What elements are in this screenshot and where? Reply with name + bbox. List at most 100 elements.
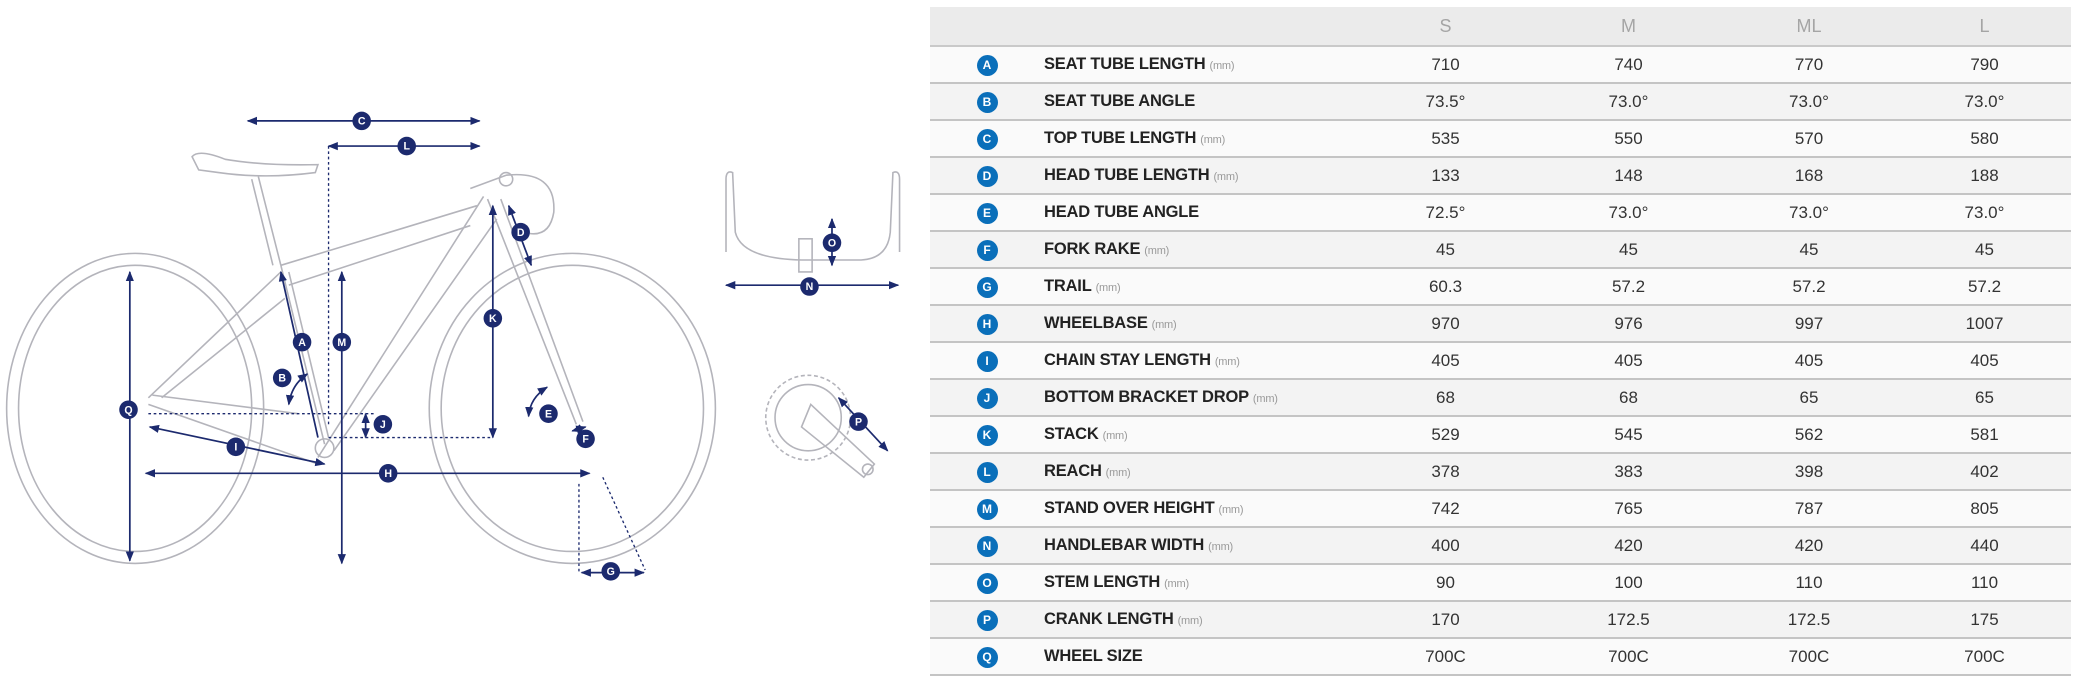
row-unit: (mm) (1200, 134, 1226, 146)
row-key-cell: K (930, 416, 1044, 454)
row-key-badge: D (976, 165, 998, 187)
value-cell: 405 (1898, 342, 2071, 380)
value-cell: 73.5° (1354, 83, 1537, 121)
row-key-cell: Q (930, 638, 1044, 676)
dimension-label-text: P (855, 416, 862, 428)
dimension-label-q: Q (119, 400, 138, 419)
row-key-cell: D (930, 157, 1044, 195)
row-key-cell: J (930, 379, 1044, 417)
value-cell: 700C (1720, 638, 1898, 676)
dimension-label-text: B (278, 373, 286, 385)
value-cell: 400 (1354, 527, 1537, 565)
row-unit: (mm) (1144, 245, 1170, 257)
row-label: HEAD TUBE ANGLE (1044, 203, 1199, 221)
value-cell: 700C (1354, 638, 1537, 676)
dimension-label-text: K (489, 313, 497, 325)
dimension-label-text: Q (124, 404, 132, 416)
row-unit: (mm) (1105, 467, 1131, 479)
row-unit: (mm) (1213, 171, 1239, 183)
row-key-badge: M (976, 498, 998, 520)
row-key-badge: N (976, 535, 998, 557)
value-cell: 110 (1720, 564, 1898, 602)
value-cell: 420 (1537, 527, 1720, 565)
row-label-cell: HEAD TUBE ANGLE (1044, 194, 1354, 232)
value-cell: 405 (1354, 342, 1537, 380)
value-cell: 133 (1354, 157, 1537, 195)
dimension-label-n: N (800, 277, 819, 296)
dimension-label-a: A (292, 332, 312, 352)
value-cell: 562 (1720, 416, 1898, 454)
row-key-badge: G (976, 276, 998, 298)
value-cell: 172.5 (1720, 601, 1898, 639)
row-unit: (mm) (1095, 282, 1121, 294)
value-cell: 73.0° (1537, 83, 1720, 121)
size-header-l: L (1898, 7, 2071, 47)
row-unit: (mm) (1102, 430, 1128, 442)
row-label: REACH (1044, 462, 1102, 480)
dimension-label-text: A (298, 337, 306, 349)
value-cell: 787 (1720, 490, 1898, 528)
dimension-label-text: M (337, 337, 346, 349)
value-cell: 57.2 (1720, 268, 1898, 306)
value-cell: 700C (1537, 638, 1720, 676)
value-cell: 997 (1720, 305, 1898, 343)
value-cell: 742 (1354, 490, 1537, 528)
dimension-label-p: P (849, 412, 868, 431)
dimension-label-b: B (272, 368, 292, 388)
value-cell: 110 (1898, 564, 2071, 602)
row-label: HEAD TUBE LENGTH (1044, 166, 1210, 184)
value-cell: 383 (1537, 453, 1720, 491)
row-key-cell: M (930, 490, 1044, 528)
dimension-label-text: N (806, 281, 814, 293)
value-cell: 68 (1537, 379, 1720, 417)
value-cell: 72.5° (1354, 194, 1537, 232)
dimension-label-k: K (483, 309, 503, 328)
value-cell: 710 (1354, 46, 1537, 84)
row-key-cell: E (930, 194, 1044, 232)
row-key-badge: L (976, 461, 998, 483)
dimension-label-j: J (373, 415, 393, 434)
row-label: CRANK LENGTH (1044, 610, 1174, 628)
value-cell: 545 (1537, 416, 1720, 454)
value-cell: 378 (1354, 453, 1537, 491)
row-label-cell: STAND OVER HEIGHT(mm) (1044, 490, 1354, 528)
dimension-label-f: F (576, 429, 595, 449)
size-header-s: S (1354, 7, 1537, 47)
row-label: SEAT TUBE ANGLE (1044, 92, 1196, 110)
row-key-cell: H (930, 305, 1044, 343)
dimension-label-d: D (511, 222, 530, 242)
value-cell: 420 (1720, 527, 1898, 565)
crankset (764, 374, 889, 479)
value-cell: 550 (1537, 120, 1720, 158)
row-label: HANDLEBAR WIDTH (1044, 536, 1205, 554)
row-key-cell: I (930, 342, 1044, 380)
value-cell: 805 (1898, 490, 2071, 528)
value-cell: 73.0° (1537, 194, 1720, 232)
value-cell: 148 (1537, 157, 1720, 195)
dimension-label-g: G (601, 562, 621, 581)
row-key-badge: B (976, 91, 998, 113)
row-key-cell: L (930, 453, 1044, 491)
row-label: CHAIN STAY LENGTH (1044, 351, 1211, 369)
row-key-badge: F (976, 239, 998, 261)
value-cell: 440 (1898, 527, 2071, 565)
value-cell: 188 (1898, 157, 2071, 195)
row-label: TRAIL (1044, 277, 1092, 295)
row-key-badge: K (976, 424, 998, 446)
row-label: BOTTOM BRACKET DROP (1044, 388, 1249, 406)
dimension-label-o: O (822, 233, 842, 253)
row-unit: (mm) (1209, 60, 1235, 72)
value-cell: 700C (1898, 638, 2071, 676)
row-key-badge: Q (976, 646, 998, 668)
row-label-cell: HANDLEBAR WIDTH(mm) (1044, 527, 1354, 565)
